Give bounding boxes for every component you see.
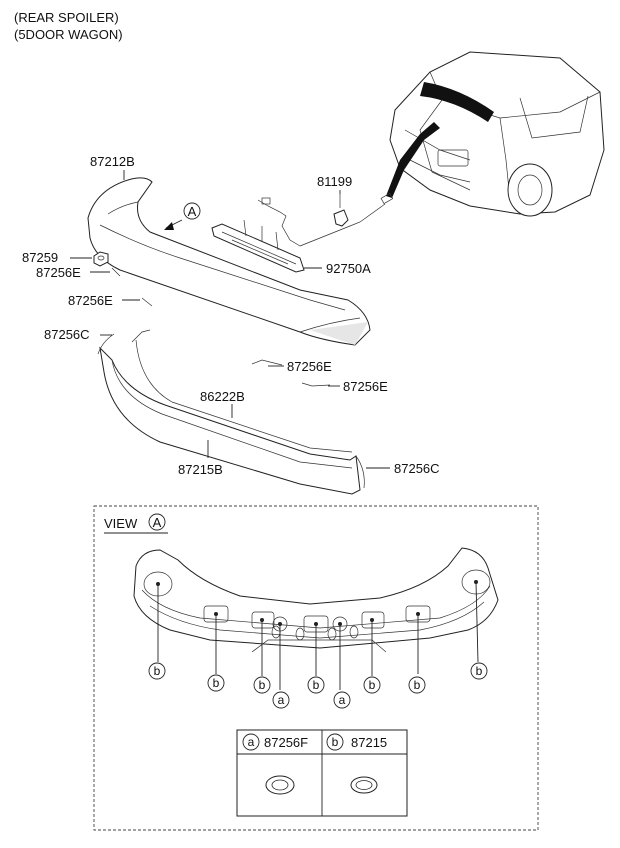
callout-5: b	[307, 676, 325, 694]
view-a-arrow-icon: A	[164, 202, 201, 230]
spoiler-bottom-view	[133, 547, 499, 653]
header-5door-wagon: (5DOOR WAGON)	[14, 27, 123, 42]
callout-1: b	[148, 662, 166, 680]
high-mount-stop-lamp-92750A	[211, 192, 394, 273]
legend-a-part: 87256F	[264, 735, 308, 750]
callout-3-letter: b	[259, 678, 266, 692]
legend-b-part: 87215	[351, 735, 387, 750]
label-87256E-2: 87256E	[68, 293, 113, 308]
pad-87215-icon	[350, 776, 378, 794]
pad-87256F-icon	[265, 775, 295, 795]
callout-2-letter: b	[213, 676, 220, 690]
label-87256E-3: 87256E	[287, 359, 332, 374]
callout-1-letter: b	[154, 664, 161, 678]
spoiler-molding-87215B	[99, 329, 361, 495]
legend-a-key: a	[248, 735, 255, 749]
label-87256C-1: 87256C	[44, 327, 90, 342]
view-marker-circle	[148, 513, 166, 531]
callout-6-letter: a	[339, 693, 346, 707]
label-87256C-2: 87256C	[394, 461, 440, 476]
label-86222B: 86222B	[200, 389, 245, 404]
view-label: VIEW	[104, 516, 138, 531]
tape-87256C-right	[355, 455, 365, 489]
legend-b-key: b	[332, 735, 339, 749]
callout-3: b	[253, 676, 271, 694]
callout-4-letter: a	[278, 693, 285, 707]
label-92750A: 92750A	[326, 261, 371, 276]
callout-7-letter: b	[369, 678, 376, 692]
view-a-frame	[93, 505, 539, 831]
clip-81199	[333, 194, 349, 227]
view-marker-letter: A	[153, 515, 162, 530]
callout-5-letter: b	[313, 678, 320, 692]
legend-table: a 87256F b 87215	[236, 729, 408, 817]
callout-2: b	[207, 674, 225, 692]
callout-4: a	[272, 691, 290, 709]
label-87215B: 87215B	[178, 462, 223, 477]
callout-leaders	[157, 581, 479, 690]
label-87256E-1: 87256E	[36, 265, 81, 280]
callout-8: b	[408, 676, 426, 694]
view-a-marker-top: A	[188, 204, 197, 219]
label-81199: 81199	[317, 174, 352, 189]
spoiler-body-87212B	[87, 177, 371, 346]
label-87256E-4: 87256E	[343, 379, 388, 394]
tape-87256E-pieces	[111, 267, 331, 387]
header-rear-spoiler: (REAR SPOILER)	[14, 10, 119, 25]
callout-7: b	[363, 676, 381, 694]
label-87212B: 87212B	[90, 154, 135, 169]
label-87259: 87259	[22, 250, 58, 265]
callout-8-letter: b	[414, 678, 421, 692]
callout-9: b	[470, 662, 488, 680]
callout-9-letter: b	[476, 664, 483, 678]
vehicle-illustration	[386, 51, 605, 217]
tape-87256C-left	[97, 333, 115, 355]
callout-6: a	[333, 691, 351, 709]
nut-87259	[93, 251, 109, 267]
